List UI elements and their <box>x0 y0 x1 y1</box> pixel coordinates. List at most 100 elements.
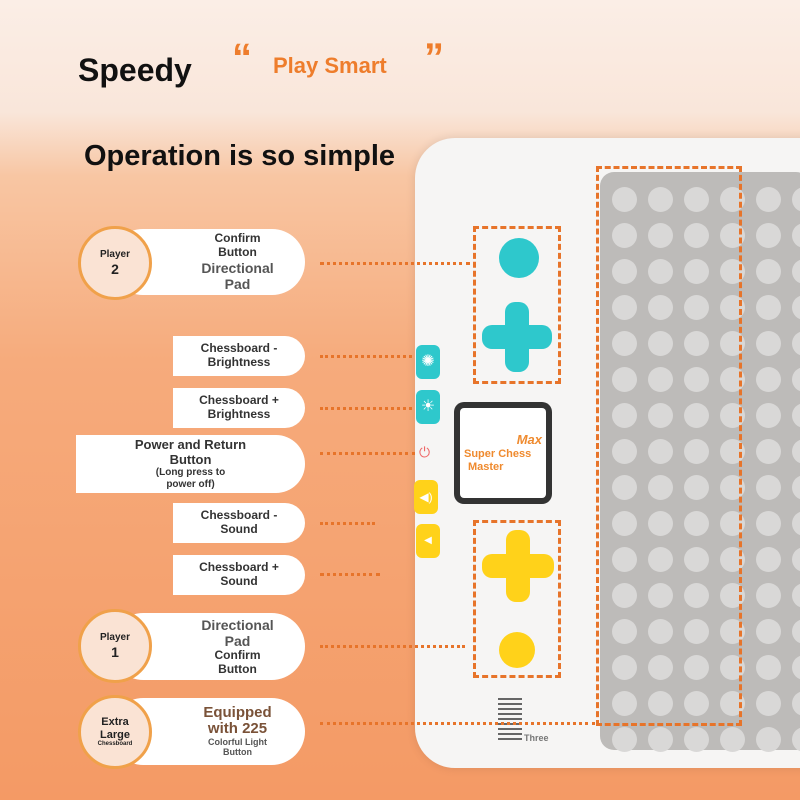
board-light-button[interactable] <box>756 583 781 608</box>
board-light-button[interactable] <box>612 295 637 320</box>
board-light-button[interactable] <box>756 655 781 680</box>
board-light-button[interactable] <box>612 547 637 572</box>
board-light-button[interactable] <box>756 223 781 248</box>
board-light-button[interactable] <box>792 727 800 752</box>
board-light-button[interactable] <box>756 367 781 392</box>
board-light-button[interactable] <box>792 583 800 608</box>
p2-confirm-button[interactable] <box>499 238 539 278</box>
board-light-button[interactable] <box>684 403 709 428</box>
callout-sound-plus: Chessboard +Sound <box>173 555 305 595</box>
board-light-button[interactable] <box>756 403 781 428</box>
board-light-button[interactable] <box>612 403 637 428</box>
board-light-button[interactable] <box>648 331 673 356</box>
board-light-button[interactable] <box>792 475 800 500</box>
board-light-button[interactable] <box>792 259 800 284</box>
power-icon[interactable]: ⏻ <box>419 444 431 460</box>
board-light-button[interactable] <box>684 655 709 680</box>
board-light-button[interactable] <box>792 187 800 212</box>
board-light-button[interactable] <box>648 727 673 752</box>
board-light-button[interactable] <box>648 295 673 320</box>
board-light-button[interactable] <box>648 619 673 644</box>
board-light-button[interactable] <box>648 547 673 572</box>
board-light-button[interactable] <box>792 295 800 320</box>
headline-speedy: Speedy <box>78 52 192 88</box>
board-light-button[interactable] <box>756 691 781 716</box>
board-light-button[interactable] <box>612 583 637 608</box>
board-light-button[interactable] <box>792 223 800 248</box>
board-light-button[interactable] <box>612 655 637 680</box>
board-light-button[interactable] <box>612 223 637 248</box>
board-light-button[interactable] <box>792 547 800 572</box>
board-light-button[interactable] <box>756 547 781 572</box>
board-light-button[interactable] <box>756 727 781 752</box>
board-light-button[interactable] <box>648 691 673 716</box>
board-light-button[interactable] <box>612 727 637 752</box>
board-light-button[interactable] <box>756 475 781 500</box>
board-light-button[interactable] <box>684 691 709 716</box>
board-light-button[interactable] <box>684 295 709 320</box>
board-light-button[interactable] <box>684 439 709 464</box>
board-light-button[interactable] <box>756 439 781 464</box>
board-light-button[interactable] <box>648 223 673 248</box>
board-light-button[interactable] <box>612 619 637 644</box>
board-light-button[interactable] <box>792 331 800 356</box>
board-light-button[interactable] <box>792 367 800 392</box>
board-light-button[interactable] <box>612 475 637 500</box>
brightness-plus-button[interactable]: ☀ <box>416 390 440 424</box>
board-light-button[interactable] <box>684 583 709 608</box>
board-light-button[interactable] <box>648 187 673 212</box>
screen-title: Super Chess <box>464 447 532 460</box>
board-light-button[interactable] <box>648 439 673 464</box>
board-light-button[interactable] <box>612 367 637 392</box>
board-light-button[interactable] <box>756 295 781 320</box>
p1-directional-pad[interactable] <box>482 530 554 602</box>
board-highlight <box>596 166 742 726</box>
board-light-button[interactable] <box>612 187 637 212</box>
board-light-button[interactable] <box>756 511 781 536</box>
board-light-button[interactable] <box>684 619 709 644</box>
label: Chessboard - <box>200 341 278 356</box>
board-light-button[interactable] <box>684 547 709 572</box>
board-light-button[interactable] <box>756 331 781 356</box>
board-light-button[interactable] <box>792 691 800 716</box>
brightness-minus-button[interactable]: ✺ <box>416 345 440 379</box>
board-light-button[interactable] <box>684 259 709 284</box>
board-light-button[interactable] <box>648 259 673 284</box>
board-light-button[interactable] <box>648 583 673 608</box>
board-light-button[interactable] <box>756 259 781 284</box>
p1-confirm-button[interactable] <box>499 632 535 668</box>
board-light-button[interactable] <box>792 655 800 680</box>
board-light-button[interactable] <box>684 727 709 752</box>
sound-plus-button[interactable]: ◀ <box>416 524 440 558</box>
board-light-button[interactable] <box>792 619 800 644</box>
board-light-button[interactable] <box>684 511 709 536</box>
board-light-button[interactable] <box>648 475 673 500</box>
board-light-button[interactable] <box>684 223 709 248</box>
board-light-button[interactable] <box>612 259 637 284</box>
board-light-button[interactable] <box>648 403 673 428</box>
board-light-button[interactable] <box>684 367 709 392</box>
board-light-button[interactable] <box>684 187 709 212</box>
board-light-button[interactable] <box>720 727 745 752</box>
badge-label: Player <box>99 632 131 644</box>
board-light-button[interactable] <box>648 655 673 680</box>
close-quote: ” <box>424 36 444 80</box>
board-light-button[interactable] <box>756 187 781 212</box>
board-light-button[interactable] <box>648 511 673 536</box>
sound-minus-button[interactable]: ◀) <box>414 480 438 514</box>
screen-title-2: Master <box>468 460 504 473</box>
label: Sound <box>220 522 258 536</box>
label: Chessboard - <box>200 508 278 523</box>
board-light-button[interactable] <box>648 367 673 392</box>
board-light-button[interactable] <box>792 403 800 428</box>
board-light-button[interactable] <box>756 619 781 644</box>
board-light-button[interactable] <box>612 331 637 356</box>
board-light-button[interactable] <box>684 331 709 356</box>
board-light-button[interactable] <box>792 439 800 464</box>
board-light-button[interactable] <box>612 691 637 716</box>
board-light-button[interactable] <box>792 511 800 536</box>
p2-directional-pad[interactable] <box>482 302 552 372</box>
board-light-button[interactable] <box>684 475 709 500</box>
board-light-button[interactable] <box>612 511 637 536</box>
board-light-button[interactable] <box>612 439 637 464</box>
